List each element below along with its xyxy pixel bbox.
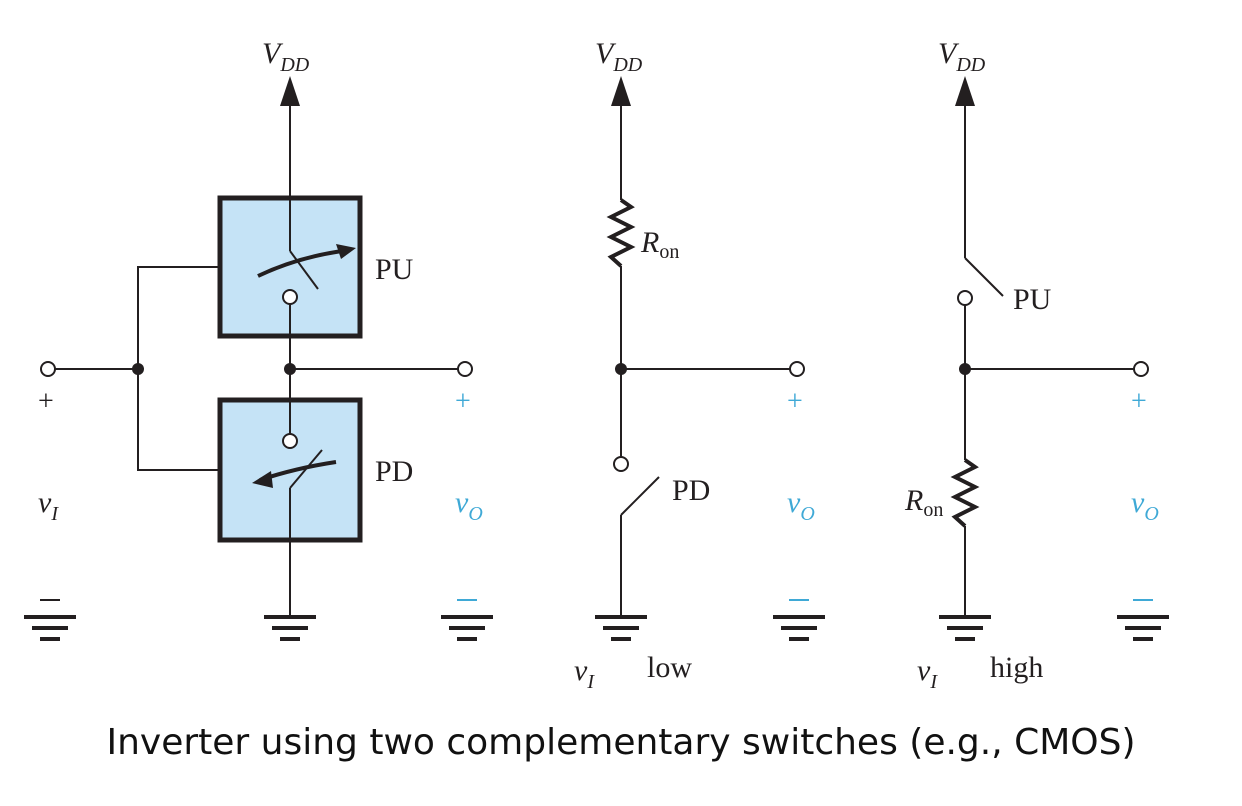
figure-caption: Inverter using two complementary switche… [106, 722, 1136, 763]
vi-label-middle: vI [574, 654, 595, 693]
generic-inverter-circuit: VDD PU PD [24, 37, 493, 641]
input-to-pd-wire [137, 369, 220, 471]
input-plus-sign: + [38, 386, 54, 417]
output-terminal-left [457, 361, 473, 377]
output-voltage-label-right: vO [1131, 486, 1159, 525]
high-input-circuit: VDD PU Ron + vO vI high [904, 37, 1169, 693]
output-voltage-label-middle: vO [787, 486, 815, 525]
vdd-label-middle: VDD [595, 37, 643, 76]
pd-label: PD [375, 455, 413, 488]
resistor-icon-middle [606, 198, 636, 268]
pd-open-blade-middle [620, 476, 660, 516]
ground-icon-left [264, 615, 316, 641]
pd-switch-contact [282, 433, 298, 449]
ground-icon-right [939, 615, 991, 641]
high-label: high [990, 651, 1043, 684]
ron-label-middle: Ron [640, 226, 679, 263]
vdd-label-left: VDD [262, 37, 310, 76]
ron-label-right: Ron [904, 484, 943, 521]
vdd-arrow-right [955, 76, 975, 106]
pu-contact-right [957, 290, 973, 306]
ground-icon-input [24, 615, 76, 641]
pd-arrowhead-icon [252, 471, 273, 488]
vdd-arrow-middle [611, 76, 631, 106]
pu-switch-blade [289, 250, 319, 290]
output-terminal-right [1133, 361, 1149, 377]
vdd-arrow-left [280, 76, 300, 106]
low-input-circuit: VDD Ron PD + vO vI low [574, 37, 825, 693]
pd-label-middle: PD [672, 474, 710, 507]
input-terminal [40, 361, 56, 377]
pu-switch-contact [282, 289, 298, 305]
output-plus-sign-right: + [1131, 386, 1147, 417]
vi-label-right: vI [917, 654, 938, 693]
output-plus-sign-middle: + [787, 386, 803, 417]
ground-icon-output-middle [773, 615, 825, 641]
pu-label: PU [375, 253, 414, 286]
pu-open-blade-right [964, 257, 1004, 297]
output-plus-sign-left: + [455, 386, 471, 417]
ground-icon-output-right [1117, 615, 1169, 641]
resistor-icon-right [950, 458, 980, 528]
input-voltage-label: vI [38, 486, 59, 525]
pu-label-right: PU [1013, 283, 1052, 316]
ground-icon-middle [595, 615, 647, 641]
low-label: low [647, 651, 692, 684]
output-terminal-middle [789, 361, 805, 377]
vdd-label-right: VDD [938, 37, 986, 76]
pu-arrowhead-icon [336, 244, 356, 259]
ground-icon-output-left [441, 615, 493, 641]
output-voltage-label-left: vO [455, 486, 483, 525]
input-to-pu-wire [137, 266, 220, 369]
pd-contact-middle [613, 456, 629, 472]
